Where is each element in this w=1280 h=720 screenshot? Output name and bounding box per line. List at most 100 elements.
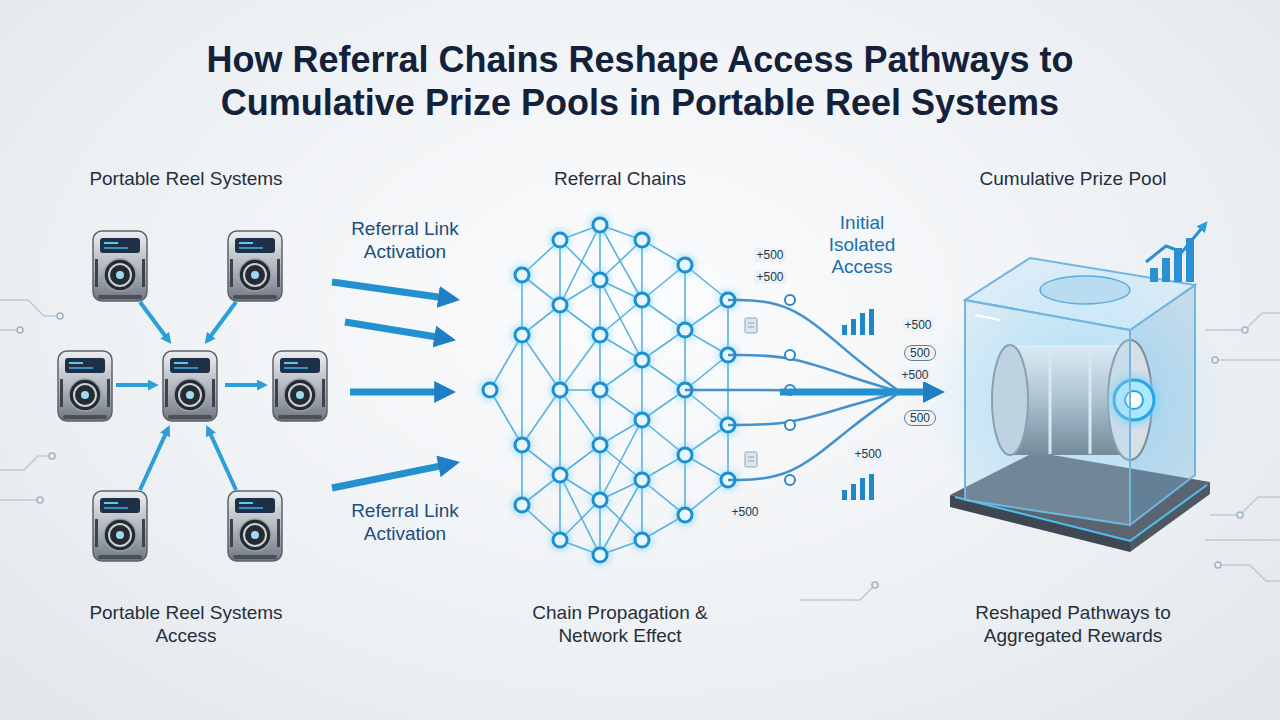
reel-device	[277, 519, 280, 547]
reel-device	[170, 358, 210, 373]
reel-device	[98, 555, 142, 559]
prize-pool-cube	[965, 300, 1130, 525]
referral-network	[678, 448, 692, 462]
reward-increment: +500	[754, 270, 785, 284]
reel-device	[244, 264, 266, 286]
reel-device	[212, 379, 215, 407]
referral-network	[674, 504, 696, 526]
reel-device	[296, 391, 304, 399]
circuit-trace	[1242, 327, 1248, 333]
document-icon	[748, 461, 754, 462]
reel-device	[235, 238, 275, 253]
flow-arrow	[140, 433, 166, 490]
reel-device	[93, 231, 147, 301]
referral-network	[549, 464, 571, 486]
reel-device	[104, 519, 136, 551]
referral-network	[635, 293, 649, 307]
reel-device	[100, 498, 140, 513]
reward-stream	[785, 295, 795, 305]
referral-network	[589, 434, 611, 456]
reward-stream	[785, 420, 795, 430]
reward-increment: +500	[754, 248, 785, 262]
referral-network	[549, 529, 571, 551]
column-group: Cumulative Prize PoolReshaped Pathways t…	[945, 168, 1201, 648]
bar-chart-icon	[851, 319, 856, 335]
reel-device	[228, 231, 282, 301]
reel-device	[93, 491, 147, 561]
bar-chart-icon	[1146, 228, 1202, 282]
prize-pool-cube	[975, 315, 1000, 320]
referral-network	[553, 468, 567, 482]
referral-network	[511, 434, 533, 456]
reel-device	[239, 247, 263, 249]
reel-device	[104, 259, 136, 291]
prize-pool-cube	[965, 258, 1195, 330]
referral-network	[678, 323, 692, 337]
referral-network	[589, 544, 611, 566]
reward-tag: 500	[904, 410, 936, 426]
referral-network	[631, 469, 653, 491]
column-heading: Referral Chains	[554, 168, 686, 191]
reel-device	[163, 351, 217, 421]
reel-device	[95, 519, 98, 547]
activation-arrow	[345, 322, 443, 338]
reel-device	[104, 507, 128, 509]
reel-device	[74, 384, 96, 406]
circuit-trace	[800, 585, 875, 600]
referral-network	[631, 229, 653, 251]
stage-note: Initial Isolated Access	[815, 212, 910, 278]
referral-network	[593, 383, 607, 397]
reel-device	[230, 519, 233, 547]
referral-network	[674, 254, 696, 276]
reel-device	[109, 524, 131, 546]
reel-device	[235, 498, 275, 513]
column-group: Referral ChainsChain Propagation & Netwo…	[460, 168, 780, 648]
reel-device	[142, 259, 145, 287]
prize-pool-cube	[930, 258, 1230, 552]
referral-network	[511, 494, 533, 516]
referral-network	[674, 444, 696, 466]
flow-arrow	[116, 302, 259, 490]
reward-increment: +500	[729, 505, 760, 519]
referral-network	[593, 493, 607, 507]
referral-network	[549, 294, 571, 316]
circuit-trace	[0, 300, 60, 316]
reel-device	[93, 231, 147, 301]
referral-network	[635, 413, 649, 427]
document-icon	[748, 327, 754, 328]
referral-network	[589, 214, 611, 236]
referral-network	[635, 353, 649, 367]
reel-device	[289, 384, 311, 406]
reel-device	[277, 259, 280, 287]
flow-arrow	[210, 433, 236, 490]
edge-label: Referral Link Activation	[330, 218, 480, 264]
reel-device	[230, 259, 233, 287]
document-icon	[748, 457, 754, 458]
reward-stream	[728, 392, 900, 480]
reel-device	[244, 524, 266, 546]
reward-stream	[785, 350, 795, 360]
flow-arrow	[210, 302, 236, 337]
bar-chart-icon	[851, 484, 856, 500]
flow-arrow	[225, 383, 259, 387]
bar-chart-icon	[860, 313, 865, 335]
reel-device	[165, 379, 168, 407]
referral-network	[553, 533, 567, 547]
reward-stream	[728, 300, 900, 392]
reel-device	[228, 491, 282, 561]
reel-device	[58, 351, 112, 421]
bar-chart-icon	[1150, 268, 1158, 282]
circuit-trace	[872, 582, 878, 588]
referral-network	[549, 229, 571, 251]
reel-device	[168, 415, 212, 419]
column-caption: Chain Propagation & Network Effect	[500, 602, 740, 648]
referral-network	[515, 498, 529, 512]
referral-network	[511, 264, 533, 286]
circuit-trace	[1218, 565, 1280, 581]
circuit-trace	[1210, 497, 1280, 515]
referral-network	[549, 379, 571, 401]
flow-arrow	[140, 302, 166, 337]
reward-stream	[728, 355, 900, 392]
reel-device	[104, 242, 118, 244]
referral-network	[593, 548, 607, 562]
